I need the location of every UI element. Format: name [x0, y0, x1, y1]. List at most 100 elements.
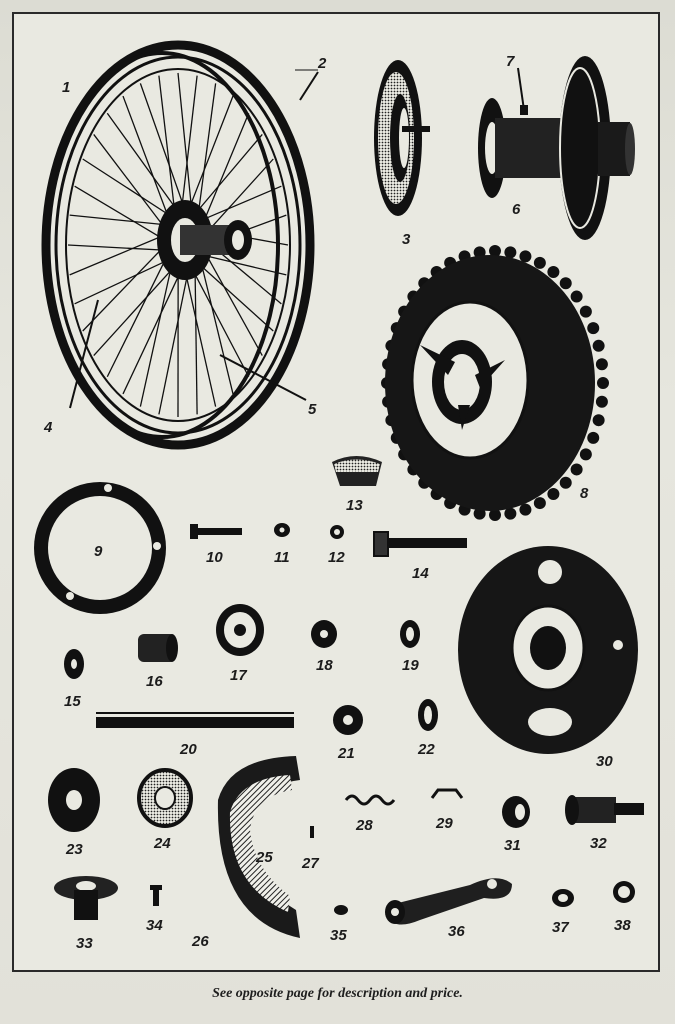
- label-part-38: 38: [614, 917, 631, 934]
- wheel-spoke: [69, 234, 166, 276]
- wheel-spoke: [180, 75, 198, 211]
- page-caption: See opposite page for description and pr…: [212, 986, 463, 1001]
- label-part-10: 10: [206, 549, 223, 566]
- wheel-spoke: [158, 269, 190, 415]
- wheel-spoke: [187, 95, 234, 211]
- wheel-spoke: [191, 267, 250, 378]
- wheel-spoke: [93, 265, 176, 356]
- label-part-24: 24: [153, 835, 171, 852]
- wheel-spoke: [194, 265, 198, 415]
- sprocket-tooth: [504, 507, 517, 520]
- wheel-spoke: [139, 83, 186, 211]
- label-part-29: 29: [435, 815, 453, 832]
- sprocket-tooth: [597, 377, 609, 389]
- sprocket-tooth: [533, 256, 546, 269]
- wheel-spoke: [82, 244, 166, 332]
- sprocket-tooth: [570, 290, 583, 303]
- label-part-11: 11: [274, 549, 290, 566]
- spoked-wheel-drawing: [41, 40, 319, 450]
- bottom-parts-drawings: [54, 876, 635, 925]
- sprocket-tooth: [504, 246, 517, 259]
- part-13-drawing: [332, 456, 382, 486]
- label-part-9: 9: [94, 543, 103, 560]
- label-part-5: 5: [308, 401, 317, 418]
- sprocket-tooth: [595, 358, 608, 371]
- sprocket-tooth: [587, 431, 600, 444]
- sprocket-tooth: [519, 503, 532, 516]
- label-part-15: 15: [64, 693, 81, 710]
- sprocket-tooth: [579, 305, 592, 318]
- wheel-spoke: [139, 262, 173, 407]
- sprocket-tooth: [547, 265, 560, 278]
- label-part-18: 18: [316, 657, 333, 674]
- wheel-spoke: [158, 75, 176, 215]
- small-hardware-drawings: [64, 523, 467, 735]
- label-part-8: 8: [580, 485, 589, 502]
- wheel-spoke: [201, 112, 250, 226]
- wheel-spoke: [204, 158, 274, 236]
- label-part-31: 31: [504, 837, 521, 854]
- wheel-spoke: [197, 83, 217, 218]
- wheel-spoke: [200, 185, 282, 222]
- wheel-spoke: [74, 185, 166, 241]
- sprocket-tooth: [579, 448, 592, 461]
- label-part-30: 30: [596, 753, 613, 770]
- label-part-27: 27: [301, 855, 319, 872]
- lower-parts-drawings: [48, 756, 644, 938]
- wheel-spoke: [69, 214, 168, 226]
- wheel-spoke: [93, 134, 167, 231]
- label-part-6: 6: [512, 201, 521, 218]
- wheel-spoke: [106, 112, 179, 213]
- label-part-19: 19: [402, 657, 419, 674]
- wheel-spoke: [197, 262, 274, 332]
- wheel-spoke: [194, 134, 263, 215]
- label-part-36: 36: [448, 923, 465, 940]
- part-8-sprocket-drawing: [381, 245, 609, 521]
- label-part-23: 23: [65, 841, 83, 858]
- wheel-spoke: [202, 254, 287, 276]
- sprocket-tooth: [489, 245, 501, 257]
- wheel-spoke: [74, 258, 170, 305]
- label-part-32: 32: [590, 835, 607, 852]
- part-30-brake-plate-drawing: [458, 546, 638, 754]
- wheel-spoke: [67, 244, 167, 251]
- part-3-drawing: [374, 60, 430, 216]
- label-part-3: 3: [402, 231, 411, 248]
- label-part-2: 2: [317, 55, 327, 72]
- sprocket-tooth: [592, 414, 605, 427]
- label-part-12: 12: [328, 549, 345, 566]
- wheel-spoke: [122, 269, 183, 395]
- label-part-13: 13: [346, 497, 363, 514]
- sprocket-tooth: [559, 277, 572, 290]
- label-part-20: 20: [179, 741, 197, 758]
- sprocket-tooth: [489, 509, 501, 521]
- label-part-4: 4: [43, 419, 53, 436]
- label-part-35: 35: [330, 927, 347, 944]
- sprocket-tooth: [559, 476, 572, 489]
- label-part-25: 25: [255, 849, 273, 866]
- label-part-7: 7: [506, 53, 515, 70]
- wheel-spoke: [199, 259, 234, 395]
- wheel-spoke: [122, 95, 171, 221]
- label-part-14: 14: [412, 565, 429, 582]
- sprocket-tooth: [547, 488, 560, 501]
- label-part-37: 37: [552, 919, 569, 936]
- wheel-spoke: [177, 72, 193, 212]
- label-part-33: 33: [76, 935, 93, 952]
- part-9-ring-drawing: [34, 482, 166, 614]
- wheel-spoke: [82, 158, 173, 218]
- label-part-22: 22: [417, 741, 435, 758]
- part-6-hub-drawing: [478, 56, 635, 240]
- sprocket-tooth: [570, 463, 583, 476]
- sprocket-tooth: [533, 497, 546, 510]
- sprocket-tooth: [519, 250, 532, 263]
- label-part-26: 26: [191, 933, 209, 950]
- wheel-spoke: [184, 269, 217, 407]
- label-part-1: 1: [62, 79, 70, 96]
- label-part-34: 34: [146, 917, 163, 934]
- label-part-17: 17: [230, 667, 247, 684]
- wheel-spoke: [106, 254, 169, 378]
- sprocket-tooth: [587, 322, 600, 335]
